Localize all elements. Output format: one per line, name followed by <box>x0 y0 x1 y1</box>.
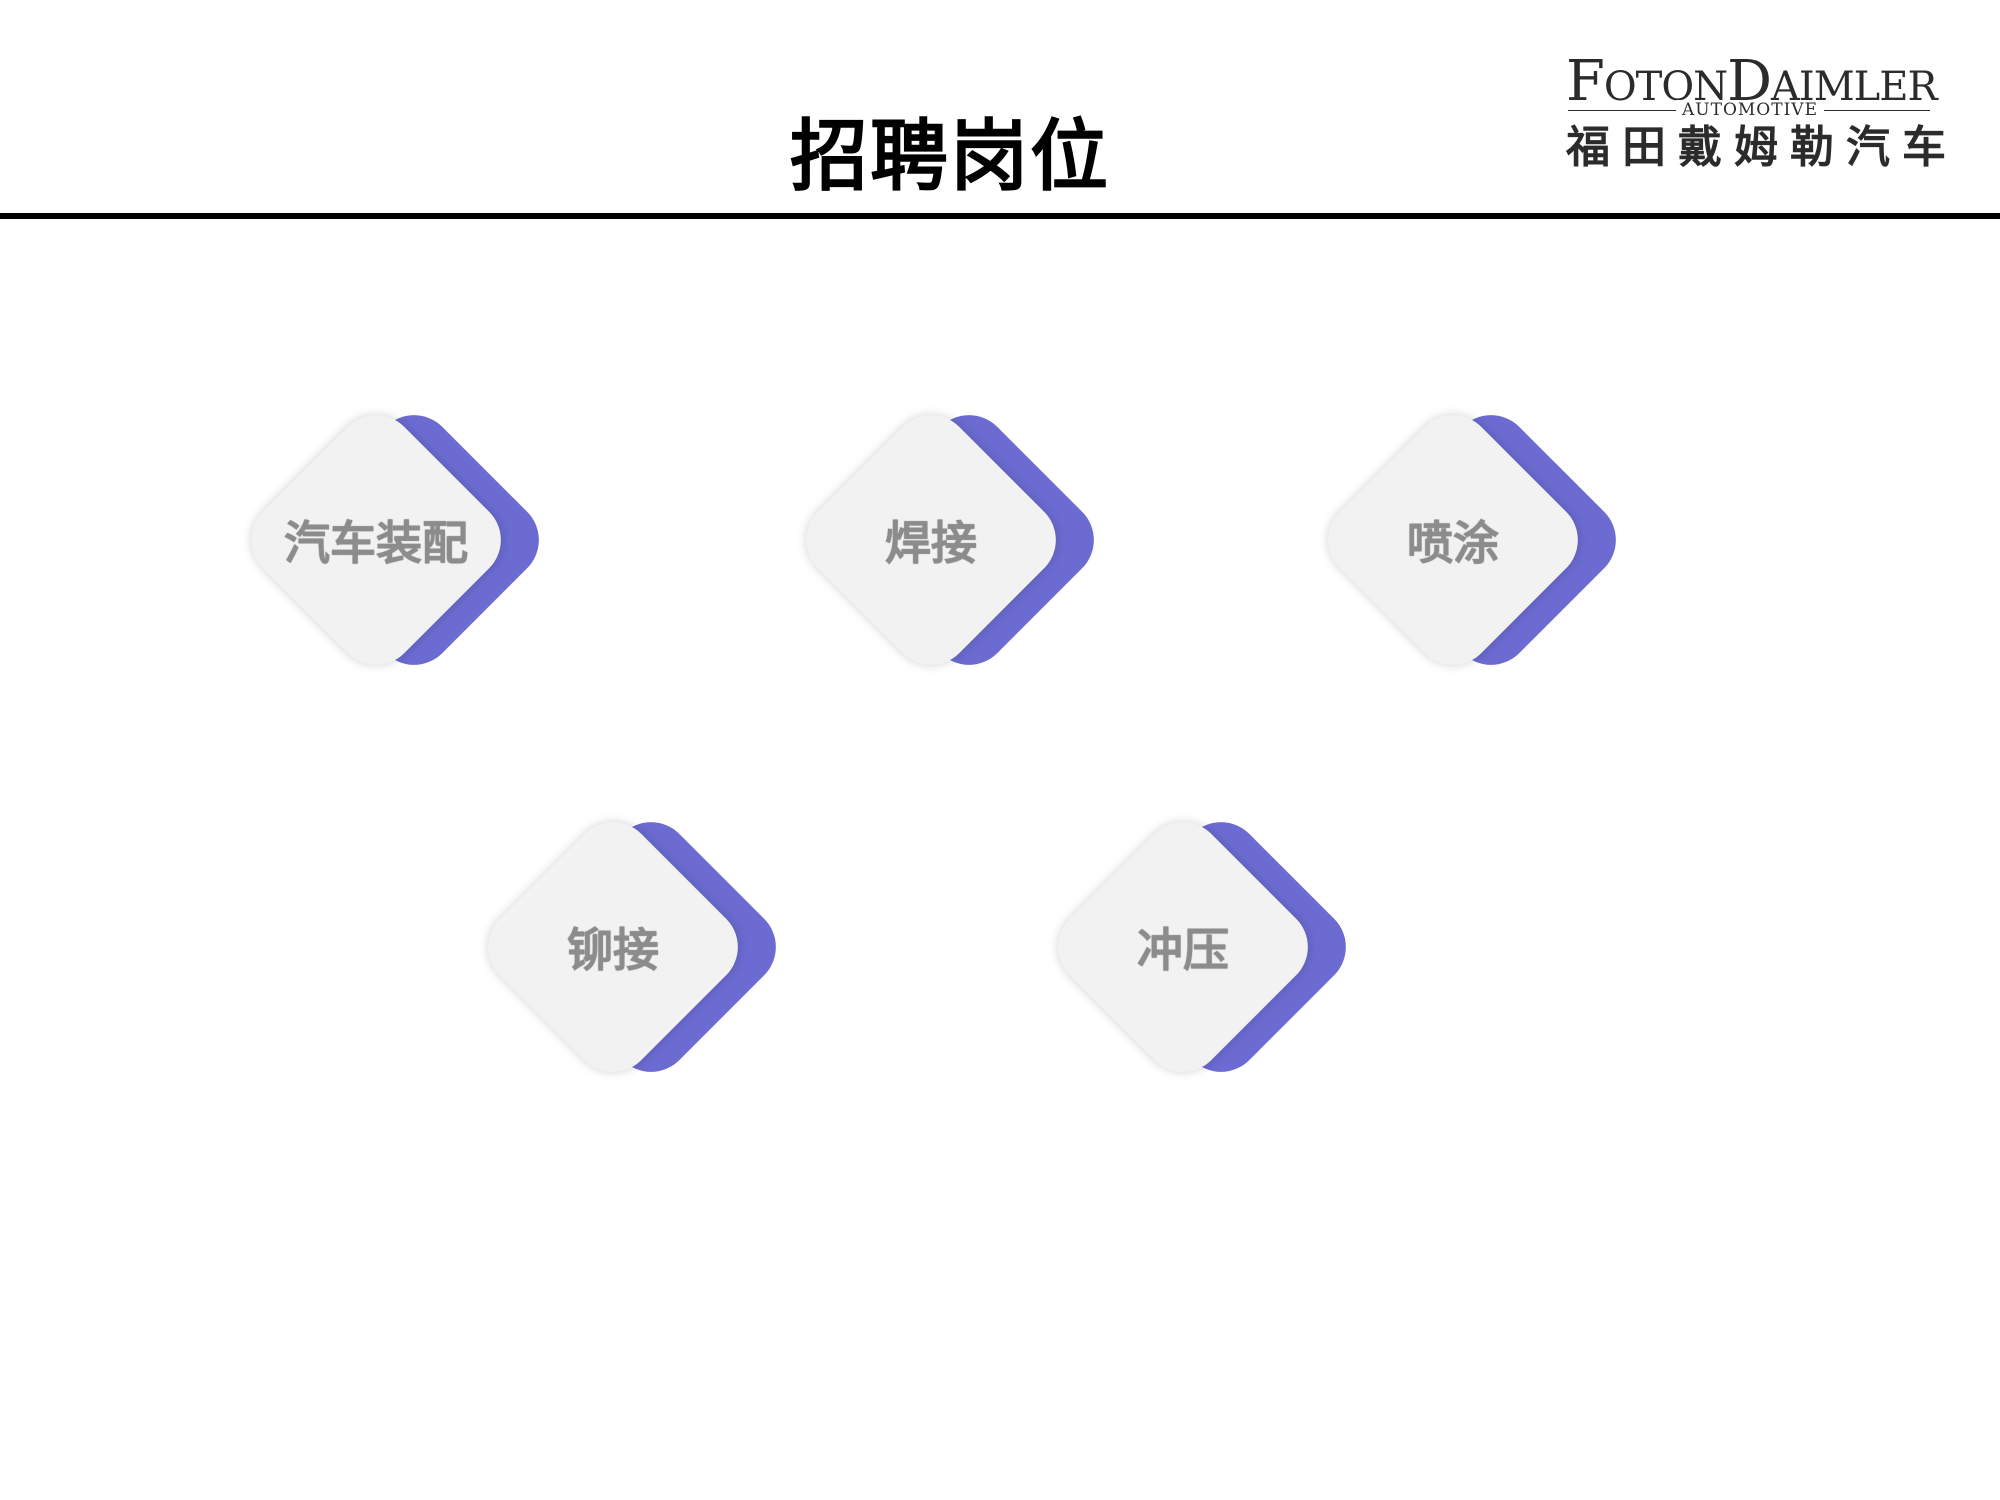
company-logo: FOTONDAIMLER AUTOMOTIVE 福田戴姆勒汽车 <box>1560 49 1958 180</box>
logo-letter-f: F <box>1566 49 1605 114</box>
position-card-welding: 焊接 <box>789 398 1119 690</box>
position-card-assembly: 汽车装配 <box>234 398 564 690</box>
position-label: 冲压 <box>1137 923 1229 977</box>
page-title: 招聘岗位 <box>789 112 1110 202</box>
position-card-riveting: 铆接 <box>471 805 801 1097</box>
position-label: 铆接 <box>567 923 659 977</box>
position-label: 焊接 <box>885 516 977 570</box>
position-card-stamping: 冲压 <box>1041 805 1371 1097</box>
logo-sub: AUTOMOTIVE <box>1560 100 1940 120</box>
position-label: 汽车装配 <box>284 516 468 570</box>
position-label: 喷涂 <box>1407 516 1499 570</box>
logo-brand-cn: 福田戴姆勒汽车 <box>1566 122 1958 173</box>
title-divider <box>0 213 2000 219</box>
position-card-painting: 喷涂 <box>1311 398 1641 690</box>
logo-sub-text: AUTOMOTIVE <box>1676 100 1824 120</box>
